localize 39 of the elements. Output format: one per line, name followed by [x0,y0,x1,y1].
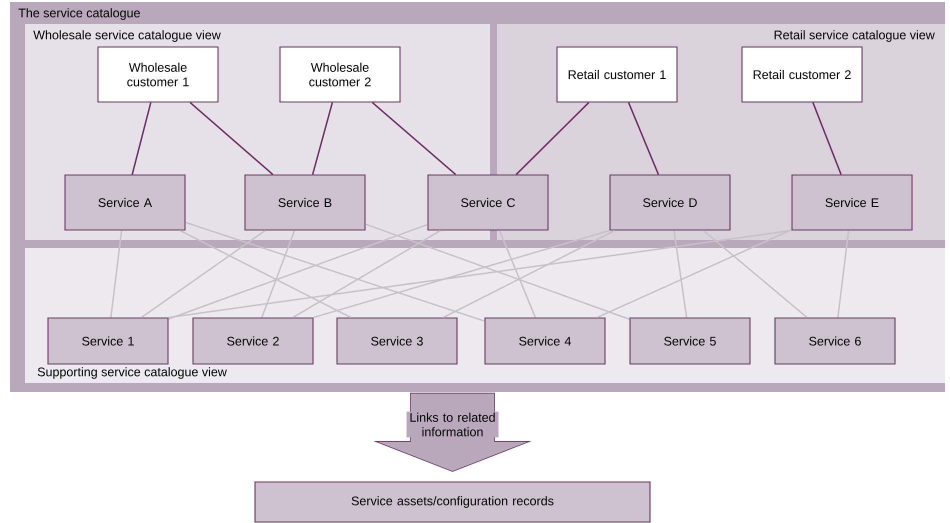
connector-line [443,230,616,318]
connector-line [180,230,352,318]
connector-line [596,229,792,318]
connector-line [185,222,485,322]
connector-line [516,102,590,175]
connector-line [498,230,536,318]
customer-box: Retail customer 2 [741,46,863,103]
connector-line [132,102,152,175]
connector-line [292,230,441,318]
customer-box: Wholesale customer 1 [97,46,219,103]
connector-line [168,224,428,320]
customer-box: Retail customer 1 [556,46,678,103]
customer-box: Wholesale customer 2 [279,46,401,103]
service-box: Service B [244,174,366,231]
connector-line [141,230,266,318]
service-box: Service 1 [47,317,169,365]
connector-line [372,102,456,176]
service-box: Service 3 [336,317,458,365]
connector-line [261,230,296,318]
service-box: Service D [609,174,731,231]
service-box: Service A [64,174,186,231]
connector-line [702,230,808,318]
connector-line [313,230,610,318]
connector-line [628,102,660,175]
connector-line [812,102,842,175]
service-box: Service 4 [484,317,606,365]
connector-line [190,102,274,176]
service-box: Service 5 [629,317,751,365]
connector-line [673,230,688,318]
connector-line [312,102,334,175]
record-box: Service assets/configuration records [254,481,651,523]
connector-line [365,223,630,320]
service-box: Service 6 [774,317,896,365]
connector-line [168,230,792,318]
service-box: Service E [791,174,913,231]
service-box: Service 2 [192,317,314,365]
edge-label: Links to related information [406,412,498,438]
service-box: Service C [427,174,549,231]
connector-line [837,230,850,318]
